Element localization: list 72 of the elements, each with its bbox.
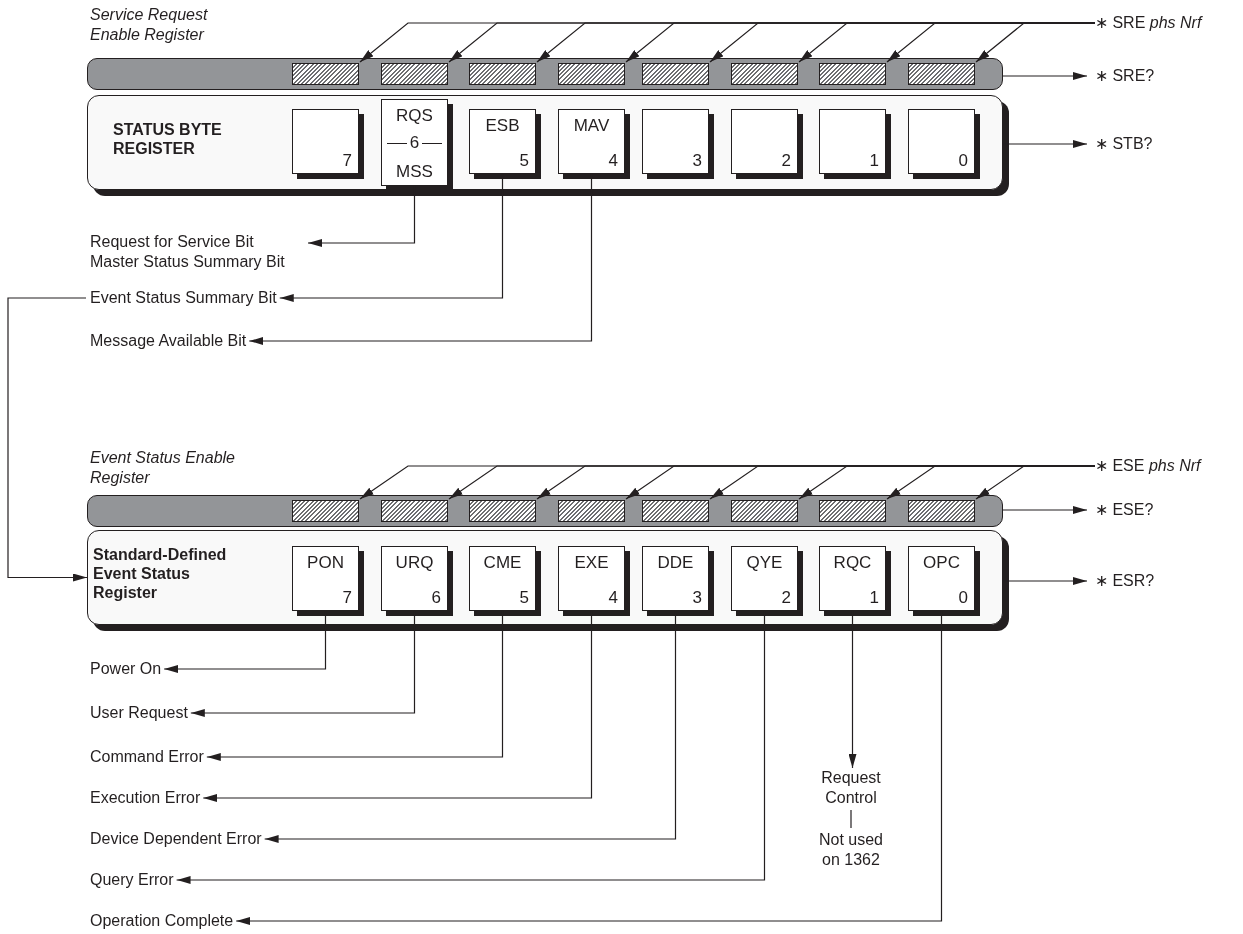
bit-name: EXE: [573, 553, 610, 573]
bit-number: 0: [958, 588, 968, 608]
bit-number: 2: [781, 588, 791, 608]
hatched-cell: [908, 63, 975, 85]
hatched-cell: [558, 63, 625, 85]
query-text: ∗ SRE?: [1095, 65, 1155, 87]
bit-number: 6: [387, 133, 442, 153]
bit-description: Command Error: [90, 746, 204, 768]
bit-name: QYE: [745, 553, 784, 573]
note-text: Request Control: [811, 768, 891, 808]
query-text: ∗ ESR?: [1095, 570, 1155, 592]
bit-description: Request for Service Bit Master Status Summary Bit: [90, 232, 305, 272]
bit-description: User Request: [90, 702, 188, 724]
bit-name: MAV: [572, 116, 611, 136]
arrow: [975, 465, 1096, 500]
arrow: [1002, 72, 1088, 80]
bit-name: URQ: [394, 553, 435, 573]
query-text: ∗ ESE?: [1095, 499, 1154, 521]
command-text: ∗ ESE phs Nrf: [1095, 455, 1201, 477]
bit-number: 1: [869, 151, 879, 171]
bit-number: 1: [869, 588, 879, 608]
bit-number: 0: [958, 151, 968, 171]
bit-number: 3: [692, 588, 702, 608]
bit-number: 6: [431, 588, 441, 608]
bit-description: Power On: [90, 658, 162, 680]
bit-description: Message Available Bit: [90, 330, 247, 352]
bit-name: OPC: [922, 553, 961, 573]
note-text: Not used on 1362: [811, 830, 891, 870]
hatched-cell: [292, 63, 359, 85]
hatched-cell: [292, 500, 359, 522]
hatched-cell: [558, 500, 625, 522]
hatched-cell: [642, 500, 709, 522]
arrow: [1002, 506, 1088, 514]
query-text: ∗ STB?: [1095, 133, 1153, 155]
bit-number: 4: [608, 151, 618, 171]
hatched-cell: [642, 63, 709, 85]
hatched-cell: [819, 63, 886, 85]
bit-name: DDE: [656, 553, 695, 573]
bit-name: CME: [482, 553, 523, 573]
bit-number: 7: [342, 151, 352, 171]
hatched-cell: [731, 63, 798, 85]
bit-name: PON: [306, 553, 345, 573]
arrow: [975, 22, 1096, 63]
bit-number: 3: [692, 151, 702, 171]
hatched-cell: [381, 500, 448, 522]
bit-number: 5: [519, 151, 529, 171]
connector-line: [850, 809, 852, 829]
bit-description: Event Status Summary Bit: [90, 287, 277, 309]
bit-description: Execution Error: [90, 787, 201, 809]
hatched-cell: [731, 500, 798, 522]
hatched-cell: [469, 63, 536, 85]
register-heading: Service Request Enable Register: [90, 5, 209, 45]
bit-number: 4: [608, 588, 618, 608]
hatched-cell: [819, 500, 886, 522]
command-text: ∗ SRE phs Nrf: [1095, 12, 1202, 34]
register-title: STATUS BYTE REGISTER: [113, 120, 223, 158]
bit-name: MSS: [395, 162, 434, 182]
bit-name: RQS: [395, 106, 434, 126]
register-title: Standard-Defined Event Status Register: [93, 545, 228, 602]
bit-number: 2: [781, 151, 791, 171]
hatched-cell: [469, 500, 536, 522]
bit-description: Device Dependent Error: [90, 828, 262, 850]
hatched-cell: [908, 500, 975, 522]
bit-name: RQC: [832, 553, 873, 573]
bit-number: 5: [519, 588, 529, 608]
arrow: [7, 297, 88, 582]
hatched-cell: [381, 63, 448, 85]
bit-description: Query Error: [90, 869, 174, 891]
bit-name: ESB: [484, 116, 521, 136]
register-heading: Event Status Enable Register: [90, 448, 236, 488]
bit-description: Operation Complete: [90, 910, 234, 932]
bit-number: 7: [342, 588, 352, 608]
